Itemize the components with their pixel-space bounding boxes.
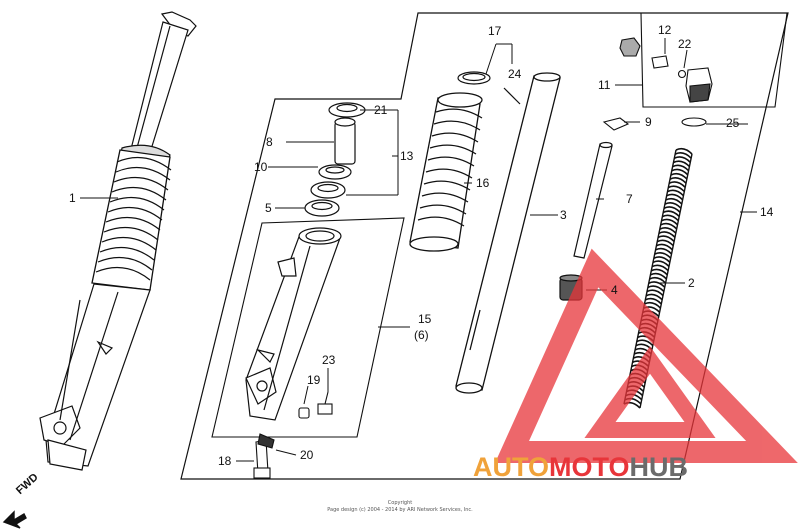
damper-rod [573, 141, 613, 259]
dust-boot [409, 92, 483, 252]
callout-10: 10 [254, 160, 268, 174]
spring-coil [660, 222, 678, 230]
main-frame [180, 12, 789, 480]
spring-coil [665, 197, 683, 205]
callout-6: (6) [414, 328, 429, 342]
watermark-auto: AUTO [473, 452, 550, 482]
spring-coil [667, 185, 685, 193]
bolt-box [640, 12, 788, 108]
fork-slider-box [211, 217, 405, 438]
spring-coil [673, 160, 691, 168]
spring-coil [656, 243, 673, 251]
copyright-line-2: Page design (c) 2004 - 2014 by ARI Netwo… [327, 507, 473, 513]
callout-8: 8 [266, 135, 273, 149]
spring-coil [661, 218, 679, 226]
bolt-18-20 [253, 433, 275, 479]
hose-clamp [457, 71, 521, 105]
bolt-23-19 [298, 391, 333, 419]
spring-coil [662, 210, 680, 218]
spring-coil [649, 276, 667, 284]
spring-coil [663, 206, 681, 213]
spring-coil [651, 264, 669, 272]
inner-tube [455, 72, 561, 394]
watermark-logo: AUTOMOTOHUB [473, 452, 688, 483]
dust-boot-ribs [417, 108, 483, 227]
callout-12: 12 [658, 23, 672, 37]
spring-coil [654, 251, 672, 259]
spring-coil [650, 268, 668, 276]
spring-coil [657, 235, 675, 243]
spring-coil [664, 202, 682, 209]
spring-coil [644, 297, 662, 305]
fork-bolt-parts [619, 37, 713, 127]
spring-coil [673, 156, 691, 163]
spring-coil [671, 168, 689, 176]
callout-9: 9 [645, 115, 652, 129]
watermark-moto: MOTO [549, 452, 630, 482]
spring-coil [669, 177, 687, 184]
spring-coil [645, 293, 663, 301]
callout-17: 17 [488, 24, 502, 38]
spring-coil [646, 289, 664, 297]
callout-7: 7 [626, 192, 633, 206]
spring-coil [658, 231, 676, 238]
spring-coil [659, 227, 677, 234]
spring-coil [656, 239, 674, 247]
spring-coil [648, 281, 666, 288]
callout-20: 20 [300, 448, 314, 462]
callout-21: 21 [374, 103, 388, 117]
callout-16: 16 [476, 176, 490, 190]
spring-coil [662, 214, 679, 222]
callout-2: 2 [688, 276, 695, 290]
callout-22: 22 [678, 37, 692, 51]
spring-coil [655, 247, 673, 255]
callout-23: 23 [322, 353, 336, 367]
callout-11: 11 [598, 78, 611, 92]
spring-coil [667, 189, 685, 197]
ring-9 [602, 117, 630, 131]
boot-ribs [95, 156, 172, 281]
fork-slider [245, 227, 342, 421]
callout-3: 3 [560, 208, 567, 222]
fwd-arrow [2, 510, 27, 529]
leader-lines [80, 38, 757, 462]
spring-coil [636, 339, 654, 347]
spring-coil [668, 181, 686, 188]
callout-14: 14 [760, 205, 774, 219]
seal-stack [304, 102, 366, 217]
callout-18: 18 [218, 454, 232, 468]
callout-19: 19 [307, 373, 321, 387]
spring-coil [652, 260, 670, 268]
callout-24: 24 [508, 67, 522, 81]
callout-5: 5 [265, 201, 272, 215]
callout-4: 4 [611, 283, 618, 297]
spring-coil [647, 285, 665, 292]
callout-1: 1 [69, 191, 76, 205]
watermark-hub: HUB [629, 452, 689, 482]
spring-coil [644, 301, 662, 309]
watermark-triangle [494, 248, 798, 463]
spring-coil [672, 164, 690, 172]
fork-slider-lower [39, 283, 151, 471]
spring-coil [674, 152, 692, 159]
callout-15: 15 [418, 312, 432, 326]
spring-coil [666, 193, 684, 201]
callout-13: 13 [400, 149, 414, 163]
copyright-line-1: Copyright [387, 500, 413, 506]
spring-coil [653, 256, 671, 263]
spring-coil [675, 147, 693, 155]
spring-coil [670, 172, 688, 180]
spring-coil [650, 272, 667, 280]
callout-25: 25 [726, 116, 740, 130]
